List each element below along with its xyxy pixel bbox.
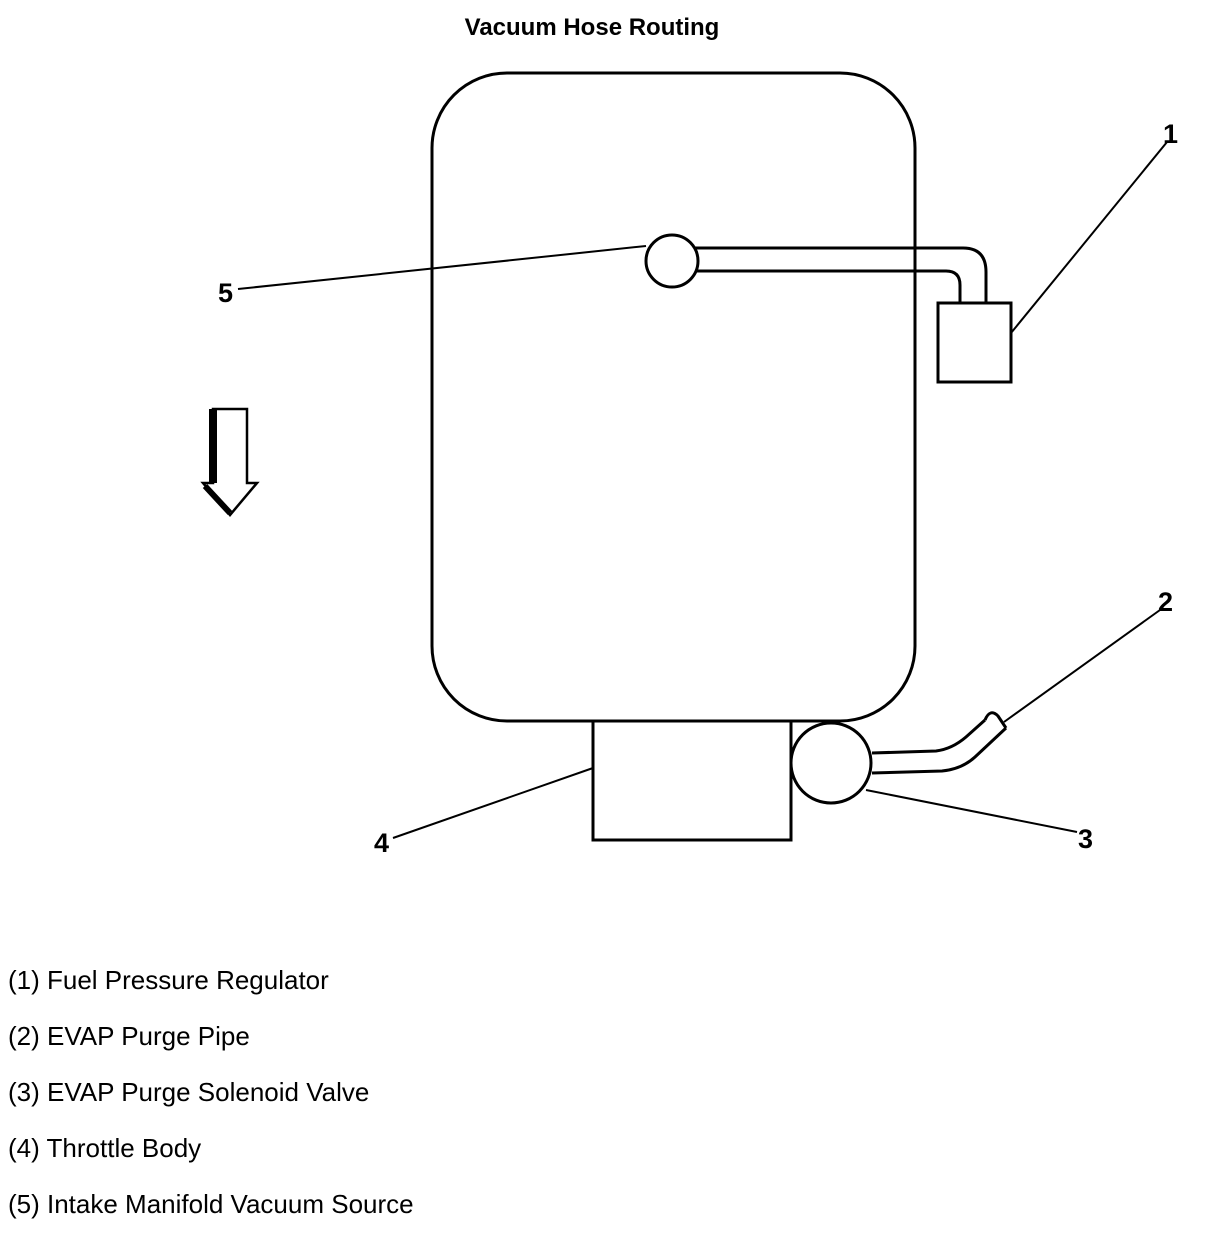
callout-1: 1 — [1163, 119, 1178, 149]
callout-2: 2 — [1158, 587, 1173, 617]
leader-line-1 — [1010, 141, 1168, 334]
down-arrow-shadow-tip — [202, 483, 233, 516]
callout-5: 5 — [218, 278, 233, 308]
evap-purge-pipe-upper — [871, 718, 987, 755]
leader-line-5 — [237, 245, 647, 290]
legend-item-throttle-body: (4) Throttle Body — [8, 1133, 202, 1163]
fuel-pressure-regulator — [936, 301, 1013, 384]
legend-item-fuel-pressure-regulator: (1) Fuel Pressure Regulator — [8, 965, 329, 995]
throttle-body — [591, 719, 793, 842]
leader-line-2 — [1003, 609, 1161, 723]
leader-line-3 — [865, 789, 1078, 833]
callout-3: 3 — [1078, 824, 1093, 854]
legend-item-evap-purge-solenoid-valve: (3) EVAP Purge Solenoid Valve — [8, 1077, 370, 1107]
legend: (1) Fuel Pressure Regulator (2) EVAP Pur… — [8, 960, 414, 1240]
legend-item-evap-purge-pipe: (2) EVAP Purge Pipe — [8, 1021, 250, 1051]
vacuum-hose-inner — [695, 269, 962, 303]
intake-manifold — [430, 71, 917, 723]
vacuum-hose-outer — [695, 246, 988, 303]
evap-purge-pipe-lower — [871, 726, 1008, 775]
intake-manifold-vacuum-source — [644, 233, 700, 289]
leader-line-4 — [392, 767, 594, 839]
callout-4: 4 — [374, 828, 389, 858]
evap-purge-pipe-end — [983, 711, 1008, 729]
legend-item-intake-manifold-vacuum-source: (5) Intake Manifold Vacuum Source — [8, 1189, 414, 1219]
diagram-title: Vacuum Hose Routing — [464, 14, 720, 41]
evap-purge-solenoid-valve — [789, 721, 873, 805]
